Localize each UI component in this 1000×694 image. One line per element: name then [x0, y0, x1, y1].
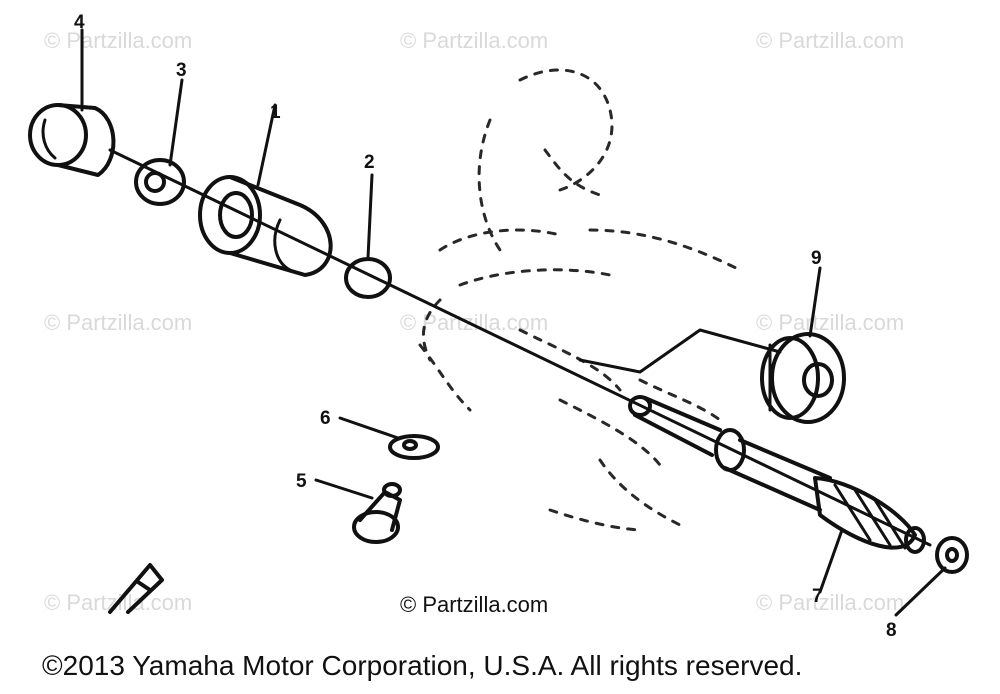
callout-8: 8 — [886, 620, 897, 641]
watermark-mid-right: © Partzilla.com — [756, 310, 905, 335]
leader-lines — [80, 28, 947, 617]
partzilla-credit: © Partzilla.com — [400, 592, 549, 617]
callout-5: 5 — [296, 471, 307, 492]
direction-arrow-icon — [108, 563, 164, 614]
part-8-washer — [935, 536, 969, 574]
callout-7: 7 — [812, 586, 823, 607]
part-2-o-ring — [344, 257, 392, 299]
callout-9: 9 — [811, 248, 822, 269]
gear-9-leader-path — [578, 328, 782, 374]
copyright-notice: ©2013 Yamaha Motor Corporation, U.S.A. A… — [42, 650, 803, 681]
callout-4: 4 — [74, 12, 85, 33]
part-7-drive-shaft — [628, 395, 926, 554]
engine-case-outline — [418, 68, 742, 532]
shaft-axis-line — [108, 148, 932, 547]
watermark-top-center: © Partzilla.com — [400, 28, 549, 53]
watermark-mid-left: © Partzilla.com — [44, 310, 193, 335]
watermark-top-left: © Partzilla.com — [44, 28, 193, 53]
part-1-bushing — [198, 175, 333, 277]
callout-2: 2 — [364, 152, 375, 173]
part-3-washer — [134, 158, 186, 206]
part-4-cap — [28, 103, 116, 177]
watermark-top-right: © Partzilla.com — [756, 28, 905, 53]
part-5-bolt — [352, 482, 402, 544]
callout-1: 1 — [270, 102, 281, 123]
watermark-bottom-right: © Partzilla.com — [756, 590, 905, 615]
callout-3: 3 — [176, 60, 187, 81]
callout-6: 6 — [320, 408, 331, 429]
part-6-washer — [388, 434, 440, 460]
part-9-plug — [760, 332, 846, 424]
